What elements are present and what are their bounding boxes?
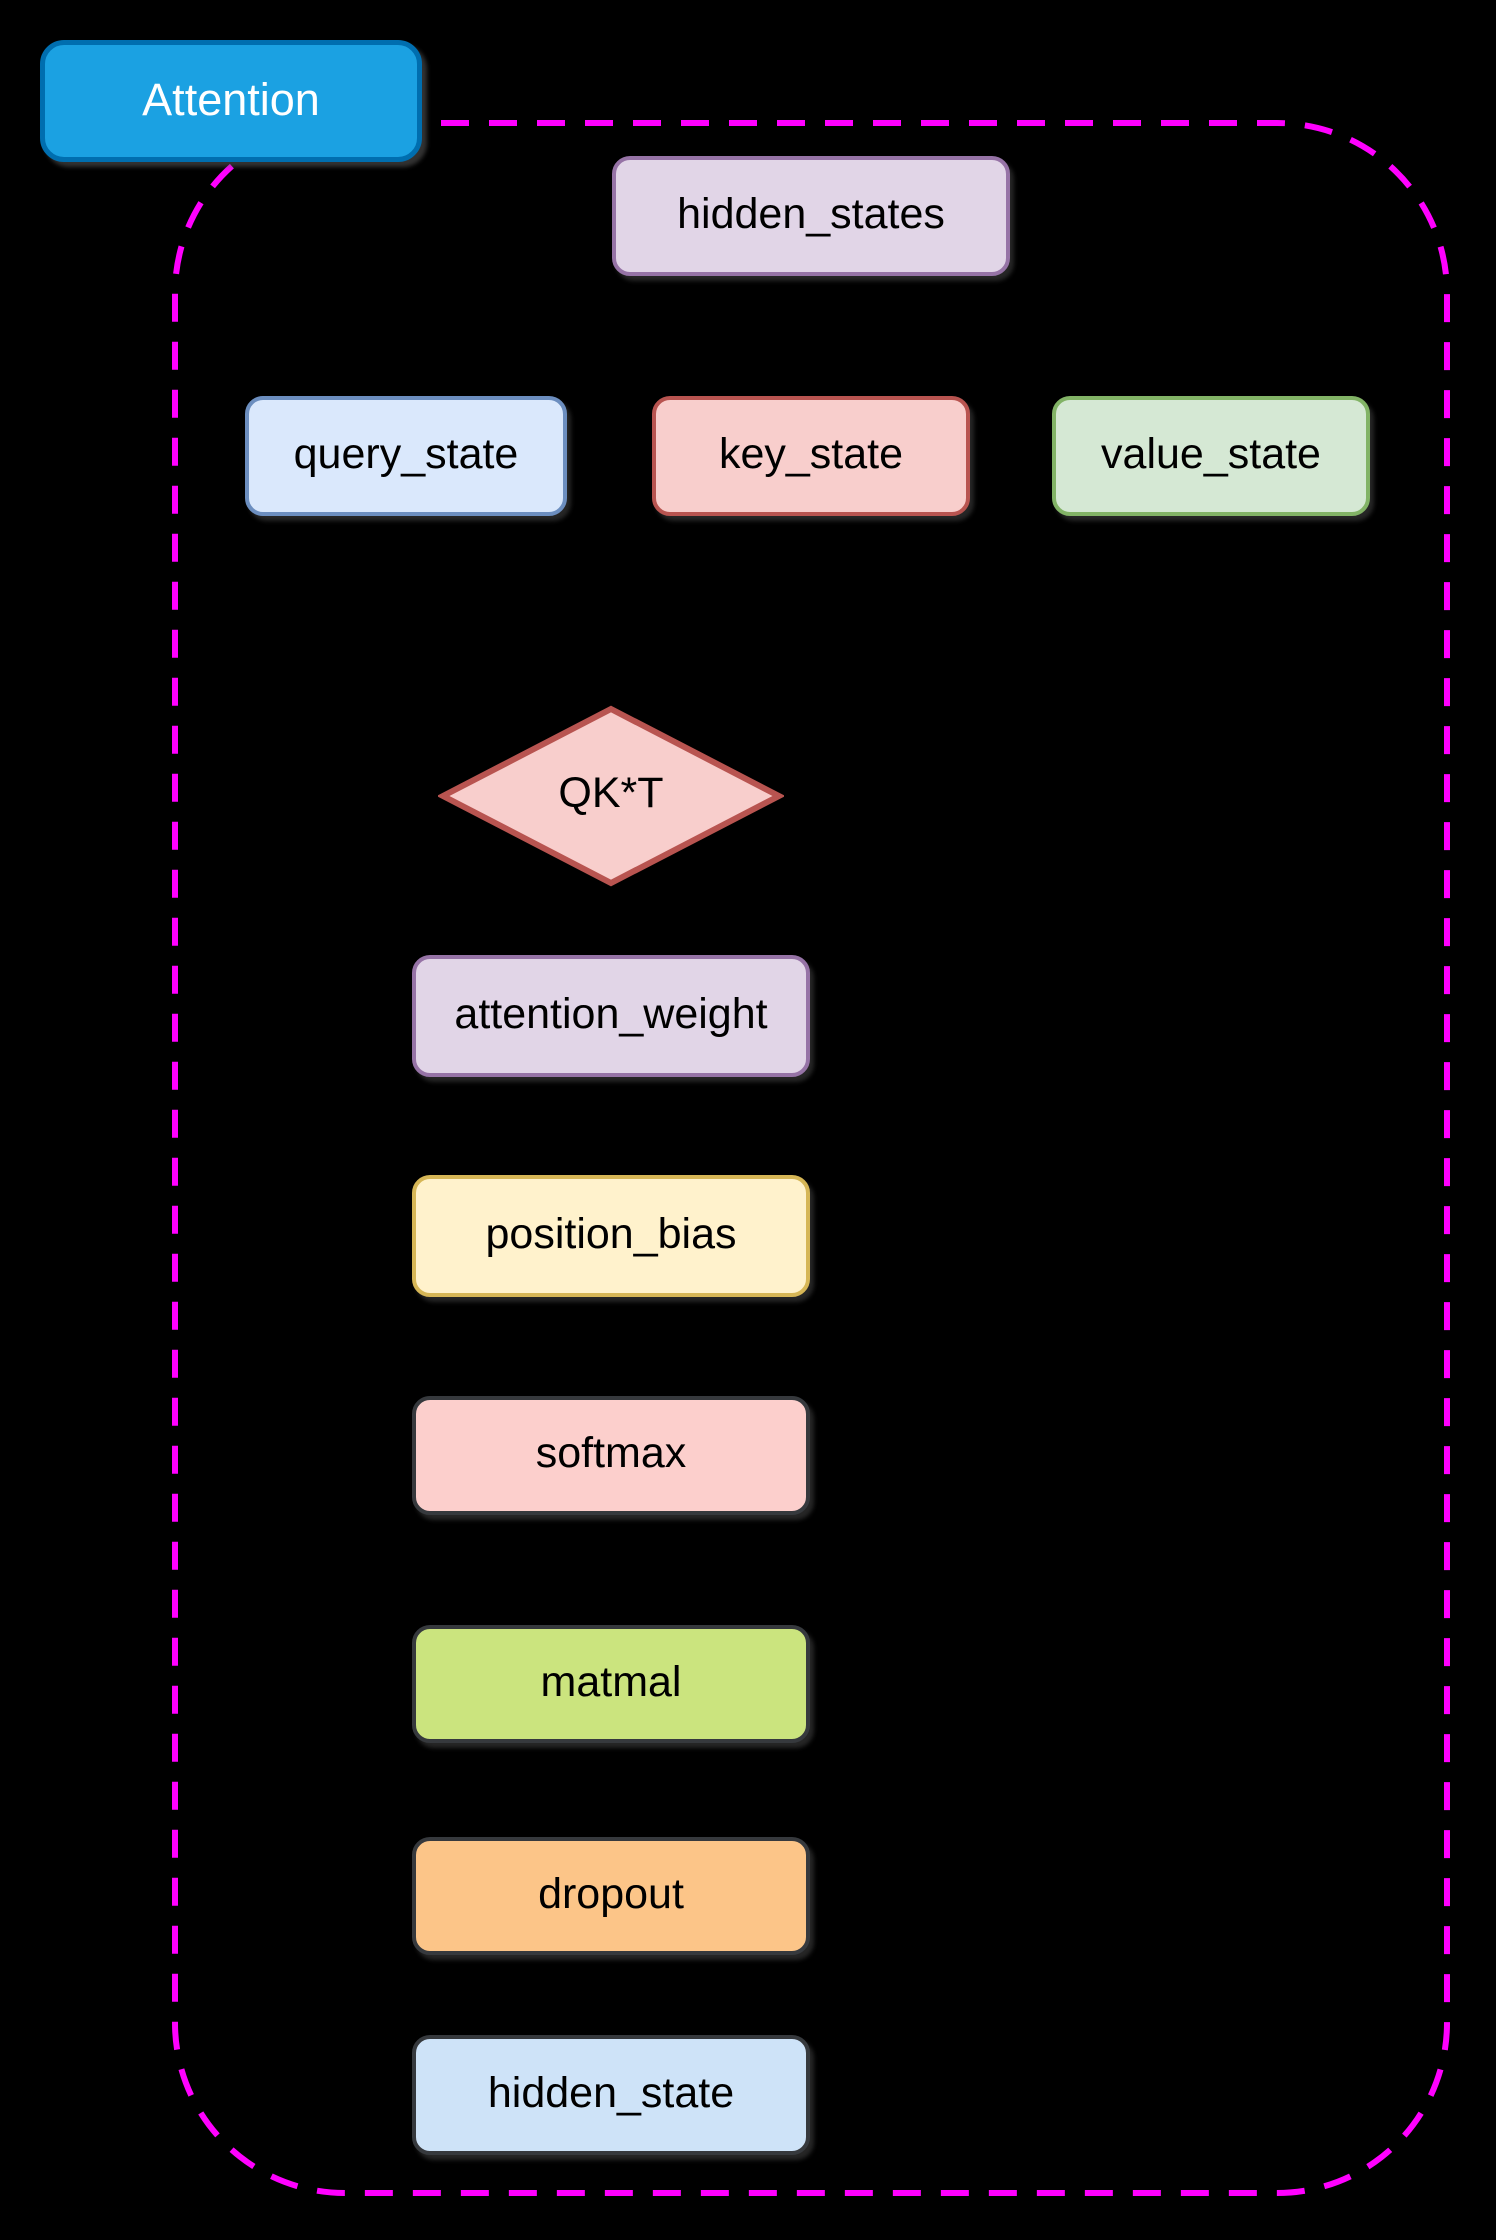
node-qkt-diamond: QK*T (438, 704, 784, 888)
node-matmal-label: matmal (540, 1657, 682, 1706)
node-dropout: dropout (412, 1837, 810, 1955)
node-value-state: value_state (1052, 396, 1370, 516)
node-key-state-label: key_state (718, 429, 904, 478)
node-position-bias-label: position_bias (485, 1209, 737, 1258)
node-attention-weight-label: attention_weight (454, 989, 768, 1038)
node-qkt-label: QK*T (558, 768, 664, 817)
node-hidden-state-label: hidden_state (487, 2068, 735, 2117)
qkt-diamond-polygon (438, 705, 784, 887)
node-dropout-label: dropout (538, 1869, 684, 1918)
node-query-state: query_state (245, 396, 567, 516)
node-value-state-label: value_state (1101, 429, 1321, 478)
dashed-border (172, 120, 1450, 2196)
node-matmal: matmal (412, 1625, 810, 1743)
attention-title-box: Attention (40, 40, 422, 162)
node-position-bias: position_bias (412, 1175, 810, 1297)
node-key-state: key_state (652, 396, 970, 516)
node-softmax-label: softmax (535, 1429, 687, 1477)
node-softmax: softmax (412, 1396, 810, 1515)
node-attention-weight: attention_weight (412, 955, 810, 1077)
node-hidden-states-label: hidden_states (677, 189, 945, 238)
node-hidden-state: hidden_state (412, 2035, 810, 2155)
qkt-diamond-shape (438, 705, 784, 887)
node-hidden-states: hidden_states (612, 156, 1010, 276)
node-query-state-label: query_state (293, 429, 519, 478)
attention-title-label: Attention (142, 73, 320, 125)
